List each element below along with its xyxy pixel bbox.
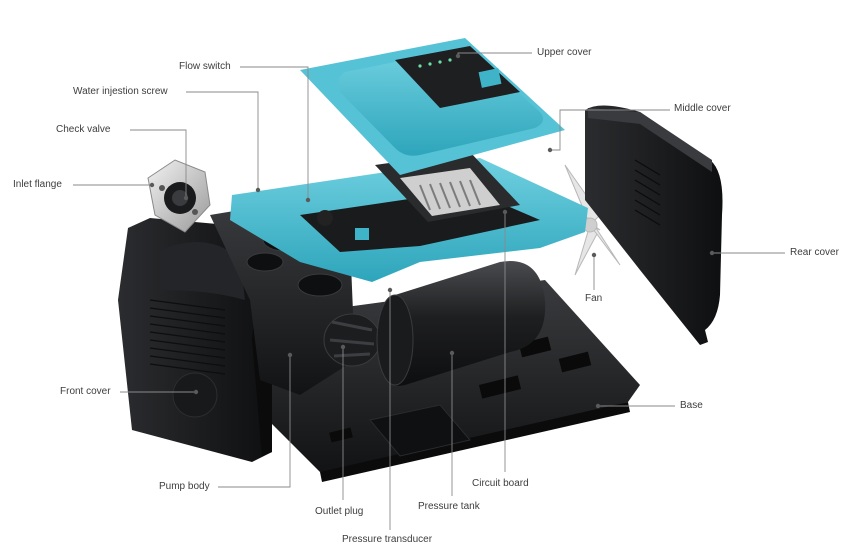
upper-cover-part (300, 38, 565, 175)
pressure-tank-part (376, 261, 546, 386)
label-fan: Fan (585, 293, 603, 304)
label-base: Base (680, 400, 703, 411)
label-water-injection-screw: Water injestion screw (73, 86, 168, 97)
label-check-valve: Check valve (56, 124, 111, 135)
label-pump-body: Pump body (159, 481, 210, 492)
leader-pump-body (218, 355, 291, 488)
leader-flow-switch (240, 66, 309, 200)
label-pressure-tank: Pressure tank (418, 501, 480, 512)
label-rear-cover: Rear cover (790, 247, 839, 258)
inlet-flange-part (147, 159, 211, 233)
leader-water-injection-screw (186, 91, 259, 190)
label-inlet-flange: Inlet flange (13, 179, 62, 190)
leader-check-valve (130, 129, 187, 198)
label-front-cover: Front cover (60, 386, 111, 397)
label-circuit-board: Circuit board (472, 478, 529, 489)
label-outlet-plug: Outlet plug (315, 506, 364, 517)
leader-middle-cover (550, 109, 670, 151)
label-upper-cover: Upper cover (537, 47, 592, 58)
rear-cover-part (585, 105, 723, 345)
label-flow-switch: Flow switch (179, 61, 231, 72)
outlet-plug-part (323, 313, 381, 367)
leader-lines (73, 52, 785, 530)
label-middle-cover: Middle cover (674, 103, 731, 114)
label-pressure-transducer: Pressure transducer (342, 534, 433, 545)
